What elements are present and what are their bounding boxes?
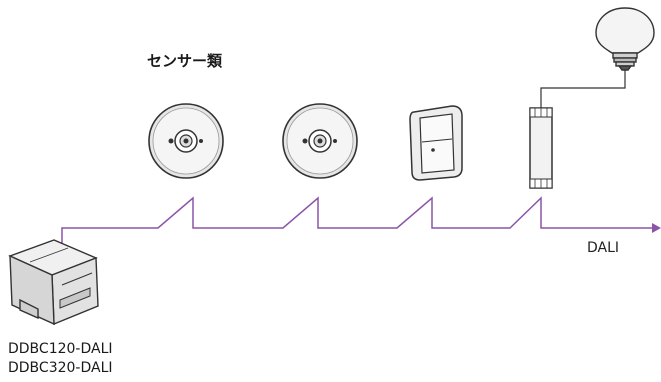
ceiling-sensor-icon	[148, 103, 224, 179]
light-bulb-icon	[595, 7, 655, 71]
controller-model-label: DDBC120-DALI	[8, 341, 113, 357]
wall-sensor-icon	[409, 105, 463, 181]
controller-model-label: DDBC320-DALI	[8, 360, 113, 376]
dali-bus-line	[61, 196, 661, 258]
ceiling-sensor-icon	[282, 103, 358, 179]
controller-device-icon	[8, 239, 99, 326]
dali-driver-icon	[529, 62, 626, 189]
bus-label: DALI	[587, 240, 620, 256]
sensor-group-label: センサー類	[147, 52, 223, 70]
